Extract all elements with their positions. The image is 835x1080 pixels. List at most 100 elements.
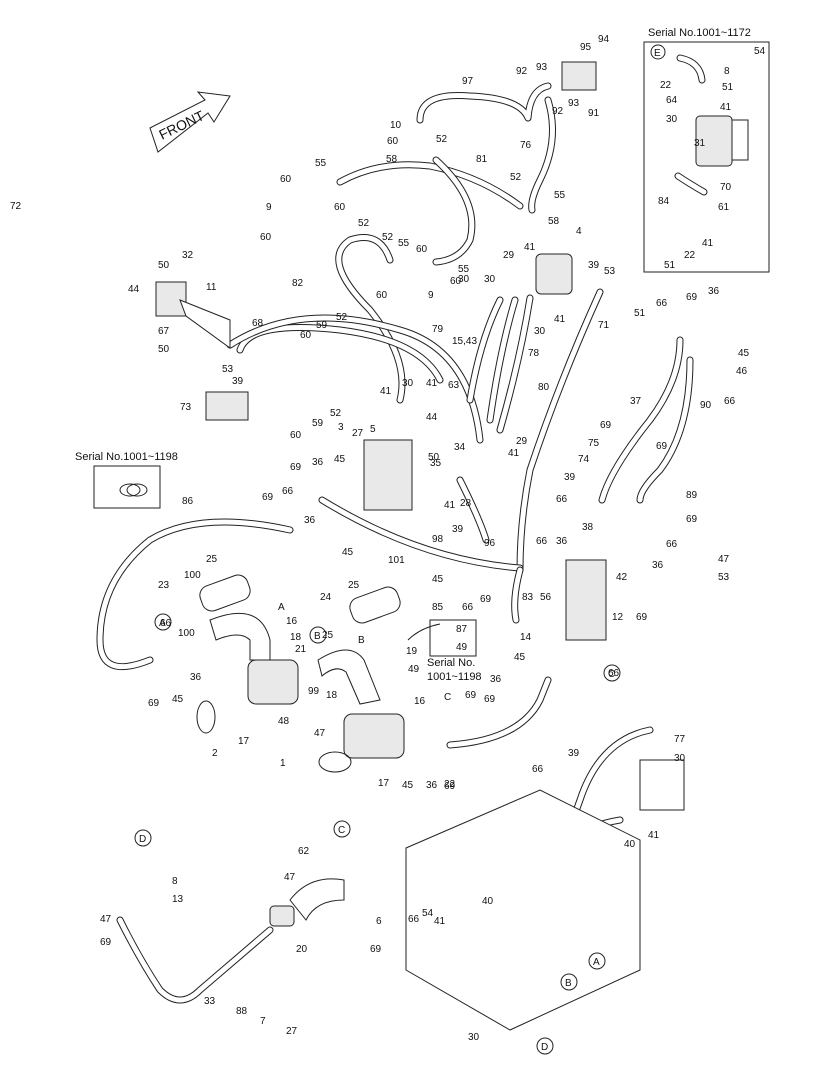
part-number-label: 74 — [578, 454, 590, 465]
part-number-label: 66 — [160, 618, 172, 629]
part-number-label: 98 — [432, 534, 444, 545]
part-number-label: 30 — [534, 326, 546, 337]
part-number-label: 17 — [238, 736, 250, 747]
part-number-label: 46 — [736, 366, 748, 377]
part-number-label: 66 — [462, 602, 474, 613]
part-number-label: 93 — [536, 62, 548, 73]
part-number-label: 88 — [236, 1006, 248, 1017]
part-number-label: 11 — [206, 282, 217, 293]
part-number-label: 55 — [458, 264, 470, 275]
part-number-label: 47 — [284, 872, 296, 883]
part-number-label: 29 — [503, 250, 515, 261]
part-number-label: 28 — [460, 498, 472, 509]
part-number-label: 36 — [190, 672, 202, 683]
part-number-label: 71 — [598, 320, 610, 331]
part-number-label: 91 — [588, 108, 600, 119]
serial-left-label: Serial No.1001~1198 — [75, 451, 178, 463]
part-number-label: 50 — [428, 452, 440, 463]
part-number-label: 18 — [290, 632, 302, 643]
part-number-label: 41 — [720, 102, 732, 113]
part-number-label: 67 — [158, 326, 170, 337]
part-number-label: 53 — [718, 572, 730, 583]
part-number-label: 101 — [388, 555, 405, 566]
part-number-label: 60 — [334, 202, 346, 213]
part-number-label: 21 — [295, 644, 307, 655]
part-number-label: 100 — [178, 628, 195, 639]
part-number-label: 41 — [380, 386, 392, 397]
part-number-label: 64 — [666, 95, 678, 106]
part-number-label: 15,43 — [452, 336, 477, 347]
part-number-label: 30 — [484, 274, 496, 285]
part-number-label: 41 — [434, 916, 446, 927]
part-number-label: 63 — [448, 380, 460, 391]
svg-text:C: C — [338, 825, 345, 836]
part-number-label: 50 — [158, 344, 170, 355]
part-number-label: 25 — [206, 554, 218, 565]
part-number-label: 69 — [262, 492, 274, 503]
svg-text:A: A — [593, 957, 600, 968]
svg-text:B: B — [565, 978, 572, 989]
part-number-label: 69 — [686, 292, 698, 303]
o-ring-17a — [196, 700, 216, 734]
part-number-label: 41 — [444, 500, 456, 511]
part-number-label: 99 — [308, 686, 320, 697]
svg-text:D: D — [541, 1042, 548, 1053]
serial-inset-left: Serial No.1001~1198 — [75, 451, 178, 509]
part-number-label: 14 — [520, 632, 532, 643]
part-number-label: 95 — [580, 42, 592, 53]
part-number-label: 58 — [548, 216, 560, 227]
part-number-label: 16 — [414, 696, 426, 707]
pipe-20 — [289, 878, 345, 921]
part-number-label: 69 — [480, 594, 492, 605]
part-number-label: 36 — [312, 457, 324, 468]
part-number-label: 47 — [314, 728, 326, 739]
part-number-label: 39 — [564, 472, 576, 483]
part-number-label: 45 — [342, 547, 354, 558]
pipe-88 — [117, 917, 273, 1003]
part-number-label: 66 — [608, 668, 620, 679]
manifold-12 — [565, 559, 607, 641]
part-number-label: 3 — [338, 422, 344, 433]
part-number-label: 20 — [296, 944, 308, 955]
part-number-label: 19 — [406, 646, 418, 657]
part-number-label: 51 — [664, 260, 676, 271]
part-number-label: 90 — [700, 400, 712, 411]
part-number-label: 36 — [426, 780, 438, 791]
part-number-label: 52 — [436, 134, 448, 145]
part-number-label: 69 — [686, 514, 698, 525]
svg-text:A: A — [159, 618, 166, 629]
part-number-label: 36 — [490, 674, 502, 685]
part-number-label: 22 — [660, 80, 672, 91]
part-number-label: 45 — [432, 574, 444, 585]
part-number-label: 33 — [204, 996, 216, 1007]
part-number-label: 66 — [666, 539, 678, 550]
part-number-label: 24 — [320, 592, 332, 603]
part-number-label: 69 — [636, 612, 648, 623]
part-number-label: 39 — [588, 260, 600, 271]
part-number-label: 40 — [624, 839, 636, 850]
part-number-label: 41 — [426, 378, 438, 389]
tank — [405, 789, 641, 1031]
part-number-label: 66 — [724, 396, 736, 407]
part-number-label: 69 — [484, 694, 496, 705]
part-number-label: 4 — [576, 226, 582, 237]
part-number-label: 9 — [266, 202, 272, 213]
part-number-label: 25 — [348, 580, 360, 591]
part-number-label: 45 — [402, 780, 414, 791]
part-number-label: 44 — [128, 284, 140, 295]
serial-mid-label-2: 1001~1198 — [427, 671, 482, 683]
valve-4 — [535, 253, 573, 295]
part-number-label: 13 — [172, 894, 184, 905]
part-number-label: 52 — [336, 312, 348, 323]
part-number-label: 41 — [524, 242, 536, 253]
components — [116, 61, 685, 1031]
part-number-label: 66 — [656, 298, 668, 309]
part-number-label: 94 — [598, 34, 610, 45]
part-number-label: 81 — [476, 154, 488, 165]
elbow-19 — [317, 649, 381, 705]
part-number-label: 31 — [694, 138, 706, 149]
part-number-label: 55 — [554, 190, 566, 201]
valve-5 — [363, 439, 413, 511]
part-number-label: 68 — [252, 318, 264, 329]
